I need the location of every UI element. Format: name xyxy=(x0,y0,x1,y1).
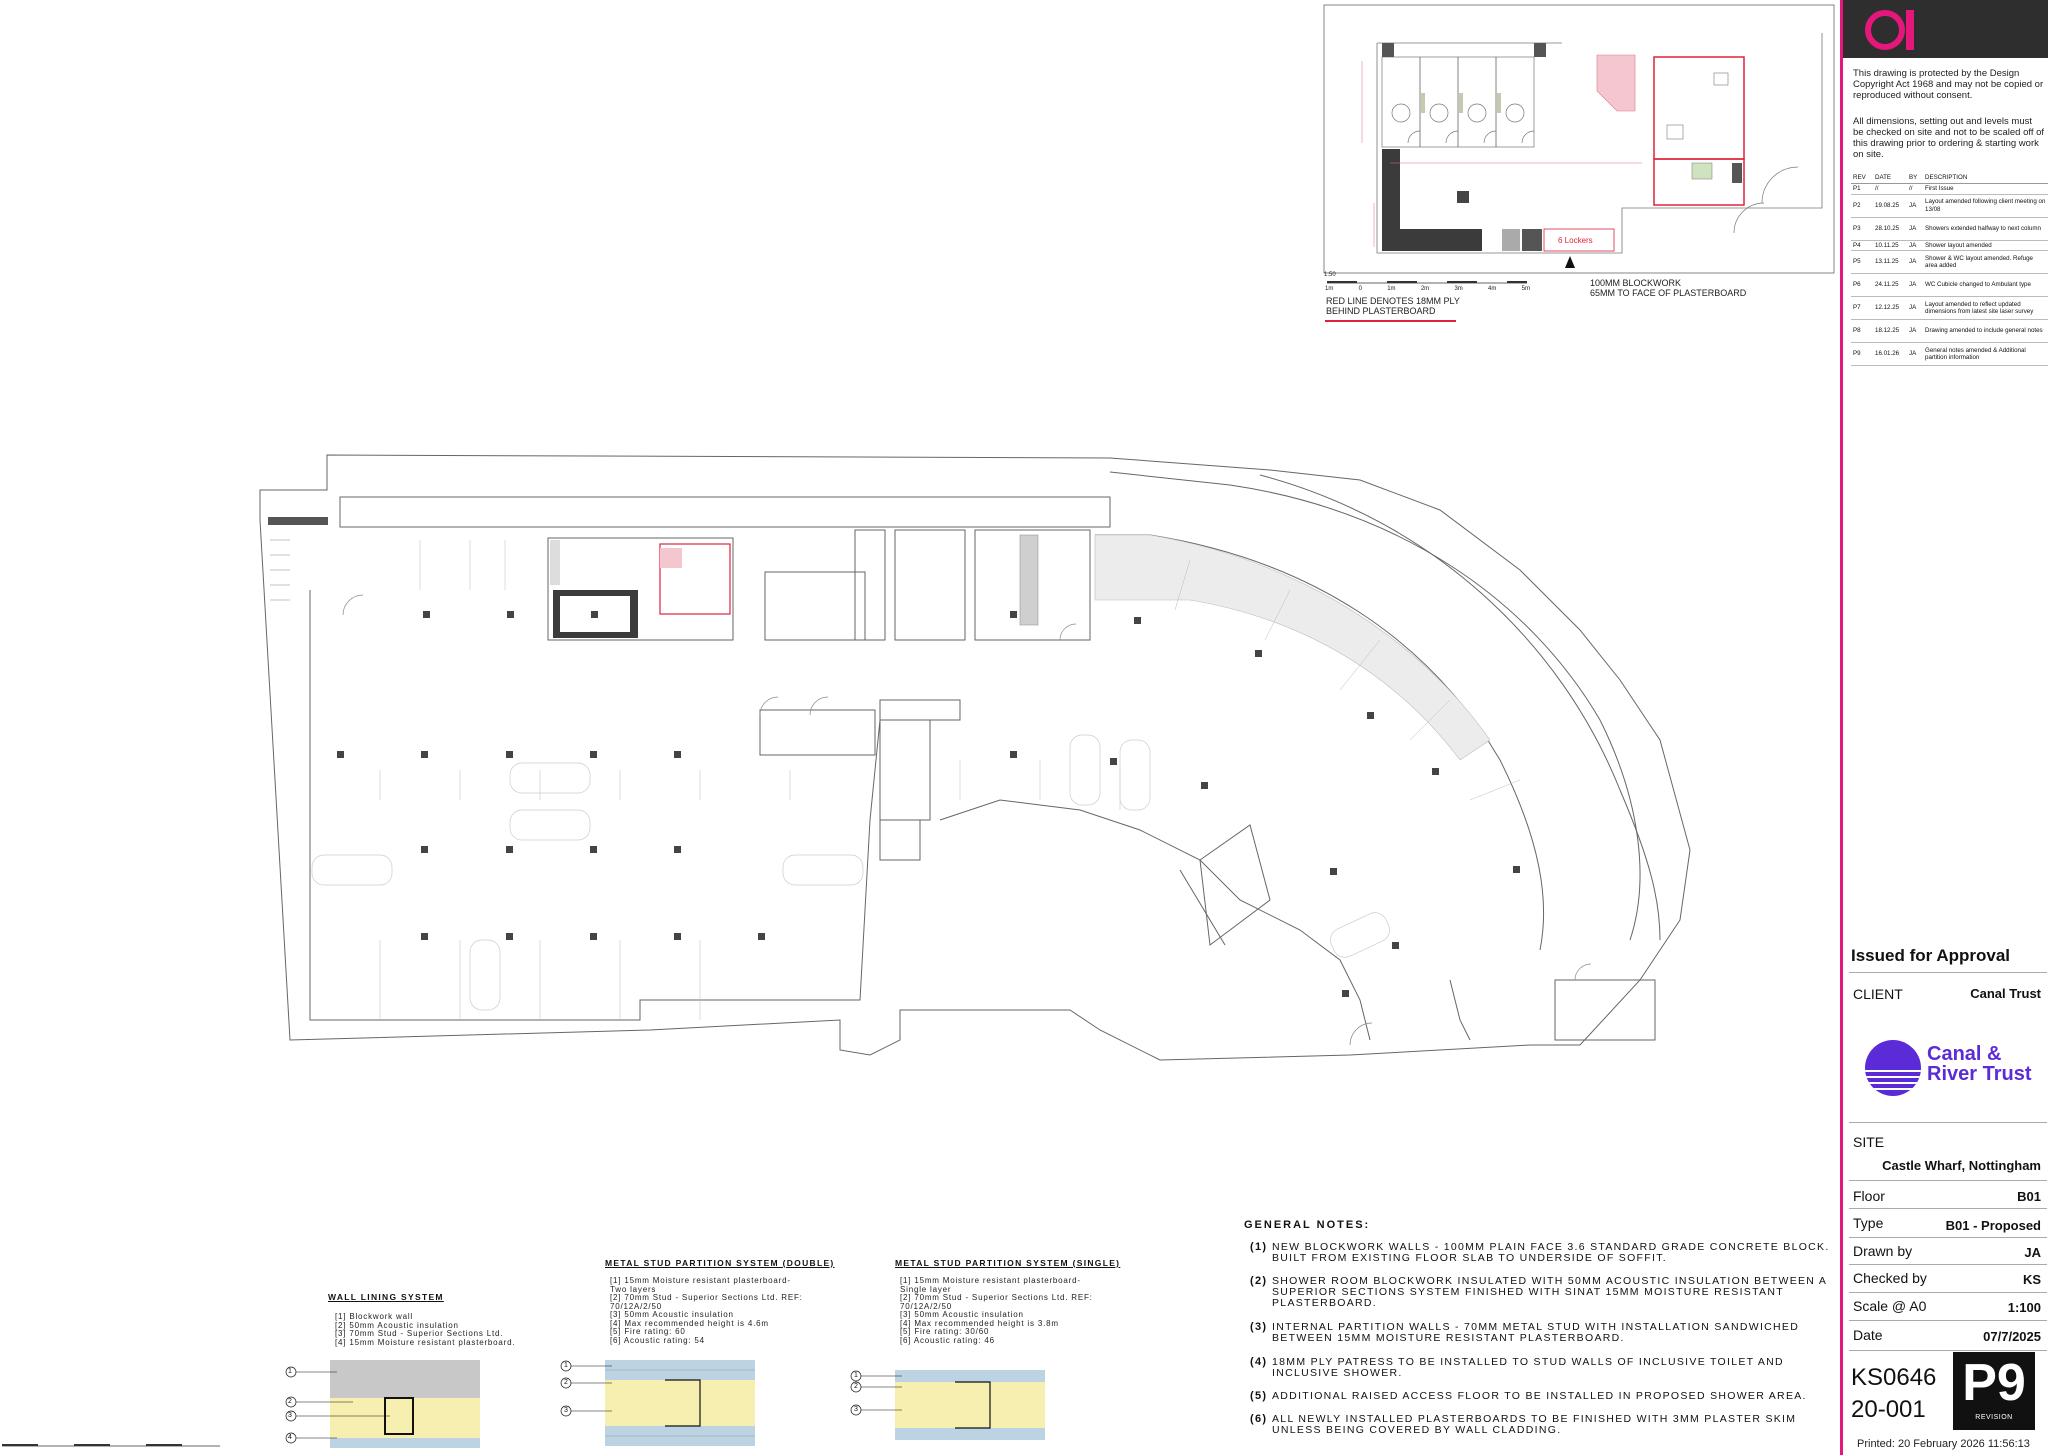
main-scale-bar xyxy=(2,1444,220,1447)
partition-double-list: [1] 15mm Moisture resistant plasterboard… xyxy=(610,1276,803,1345)
practice-logo-icon xyxy=(1865,10,1905,50)
general-note-5: (5)ADDITIONAL RAISED ACCESS FLOOR TO BE … xyxy=(1250,1390,1807,1402)
canal-river-trust-logo-icon xyxy=(1865,1040,1921,1096)
dimensions-note: All dimensions, setting out and levels m… xyxy=(1853,116,2045,160)
checked-by-value: KS xyxy=(2022,1272,2041,1287)
checked-by-label: Checked by xyxy=(1853,1270,1927,1286)
title-block: This drawing is protected by the Design … xyxy=(1840,0,2048,1455)
printed-timestamp: Printed: 20 February 2026 11:56:13 xyxy=(1857,1438,2030,1450)
basement-floor-plan xyxy=(259,454,1691,1061)
lockers-label: 6 Lockers xyxy=(1558,236,1593,245)
partition-double-title: METAL STUD PARTITION SYSTEM (DOUBLE) xyxy=(605,1258,835,1268)
client-logo-text: Canal &River Trust xyxy=(1927,1043,2032,1085)
drawn-by-value: JA xyxy=(2024,1245,2041,1260)
site-label: SITE xyxy=(1853,1134,1885,1150)
drawn-by-label: Drawn by xyxy=(1853,1243,1913,1259)
revision-box: P9 REVISION xyxy=(1953,1352,2035,1430)
floor-label: Floor xyxy=(1853,1188,1885,1204)
project-number: KS0646 xyxy=(1851,1364,1937,1391)
type-value: B01 - Proposed xyxy=(1945,1218,2041,1233)
general-note-2: (2)SHOWER ROOM BLOCKWORK INSULATED WITH … xyxy=(1250,1275,1827,1309)
date-value: 07/7/2025 xyxy=(1983,1329,2041,1344)
general-note-4: (4)18MM PLY PATRESS TO BE INSTALLED TO S… xyxy=(1250,1356,1784,1379)
floor-value: B01 xyxy=(2017,1189,2041,1204)
inset-detail-plan: 6 Lockers xyxy=(1323,4,1835,284)
copyright-note: This drawing is protected by the Design … xyxy=(1853,68,2044,101)
partition-single-section xyxy=(850,1370,1045,1440)
drawing-number: 20-001 xyxy=(1851,1396,1926,1423)
revision-row: P1////First Issue xyxy=(1851,183,2048,195)
issue-status: Issued for Approval xyxy=(1851,946,2011,965)
site-value: Castle Wharf, Nottingham xyxy=(1882,1158,2041,1173)
inset-scale: 1:50 xyxy=(1324,272,1336,278)
practice-header xyxy=(1843,0,2048,58)
practice-logo-bar xyxy=(1906,10,1914,50)
date-label: Date xyxy=(1853,1327,1883,1343)
revision-table: REV DATE BY DESCRIPTION P1////First Issu… xyxy=(1851,172,2048,366)
partition-single-title: METAL STUD PARTITION SYSTEM (SINGLE) xyxy=(895,1258,1121,1268)
wall-lining-system-title: WALL LINING SYSTEM xyxy=(328,1292,444,1302)
scale-label: Scale @ A0 xyxy=(1853,1298,1927,1314)
client-value: Canal Trust xyxy=(1970,986,2041,1001)
partition-double-section xyxy=(560,1360,755,1446)
general-note-6: (6)ALL NEWLY INSTALLED PLASTERBOARDS TO … xyxy=(1250,1413,1797,1436)
scale-value: 1:100 xyxy=(2007,1300,2041,1315)
general-note-1: (1)NEW BLOCKWORK WALLS - 100MM PLAIN FAC… xyxy=(1250,1241,1830,1264)
general-notes-title: GENERAL NOTES: xyxy=(1244,1219,1371,1231)
partition-single-list: [1] 15mm Moisture resistant plasterboard… xyxy=(900,1276,1093,1345)
wall-lining-system-section xyxy=(285,1360,480,1448)
red-line-underline xyxy=(1325,320,1456,322)
type-label: Type xyxy=(1853,1215,1884,1231)
wall-lining-system-list: [1] Blockwork wall[2] 50mm Acoustic insu… xyxy=(335,1312,516,1347)
client-label: CLIENT xyxy=(1853,986,1903,1002)
general-note-3: (3)INTERNAL PARTITION WALLS - 70MM METAL… xyxy=(1250,1321,1800,1344)
